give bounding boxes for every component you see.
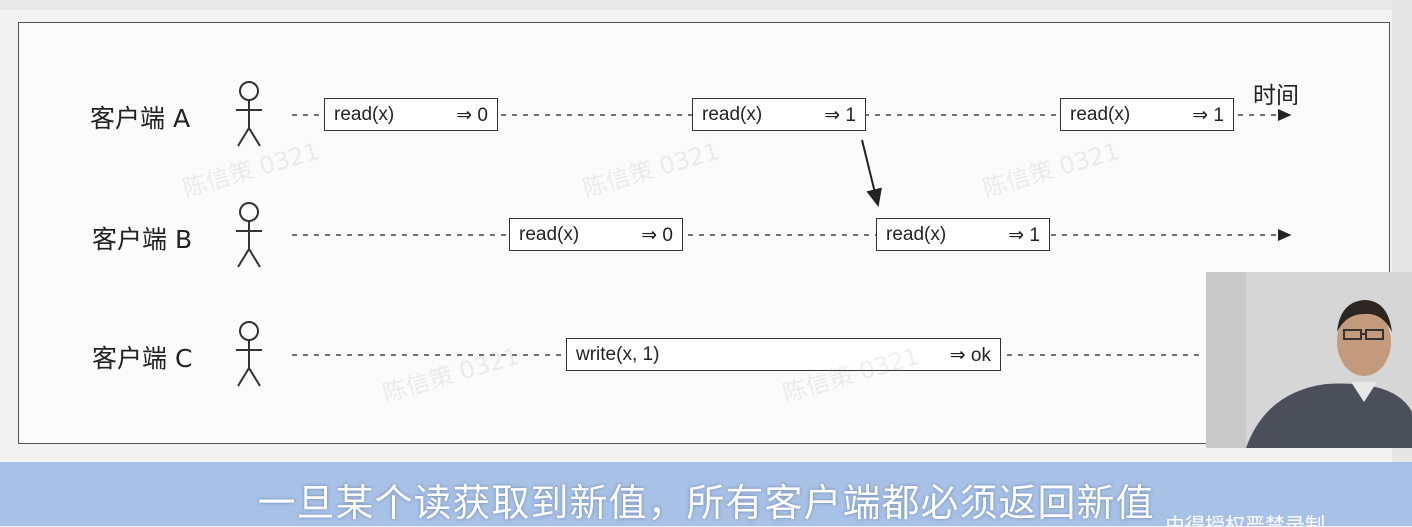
subtitle-text: 一旦某个读获取到新值，所有客户端都必须返回新值: [257, 481, 1155, 525]
op-label: read(x): [1070, 104, 1131, 125]
causality-arrow: [861, 139, 882, 207]
op-box-a1: read(x) ⇒ 0: [324, 98, 498, 131]
client-b-figure: [236, 202, 262, 268]
op-box-c1: write(x, 1) ⇒ ok: [566, 338, 1001, 371]
subtitle-corner-text: 由得授权严禁录制: [1165, 513, 1325, 526]
op-box-b2: read(x) ⇒ 1: [876, 218, 1050, 251]
client-a-label: 客户端 A: [90, 104, 191, 133]
op-result: ⇒ 0: [641, 225, 673, 246]
op-result: ⇒ 0: [456, 105, 488, 126]
client-c-figure: [236, 321, 262, 387]
op-label: read(x): [519, 224, 580, 245]
op-label: read(x): [886, 224, 947, 245]
client-b-label: 客户端 B: [92, 225, 193, 254]
op-box-b1: read(x) ⇒ 0: [509, 218, 683, 251]
op-label: read(x): [334, 104, 395, 125]
op-result: ⇒ 1: [1192, 105, 1224, 126]
client-c-label: 客户端 C: [92, 344, 193, 373]
top-border-strip: [0, 0, 1412, 10]
op-box-a2: read(x) ⇒ 1: [692, 98, 866, 131]
op-result: ⇒ ok: [949, 345, 991, 366]
op-box-a3: read(x) ⇒ 1: [1060, 98, 1234, 131]
op-result: ⇒ 1: [824, 105, 856, 126]
subtitle-bar: [0, 462, 1412, 526]
diagram-frame: [18, 22, 1390, 444]
op-result: ⇒ 1: [1008, 225, 1040, 246]
op-label: write(x, 1): [576, 344, 660, 365]
op-label: read(x): [702, 104, 763, 125]
presenter-video: [1206, 272, 1412, 448]
client-a-figure: [236, 81, 262, 147]
time-axis-label: 时间: [1253, 83, 1299, 109]
presenter-silhouette: [1206, 272, 1412, 448]
